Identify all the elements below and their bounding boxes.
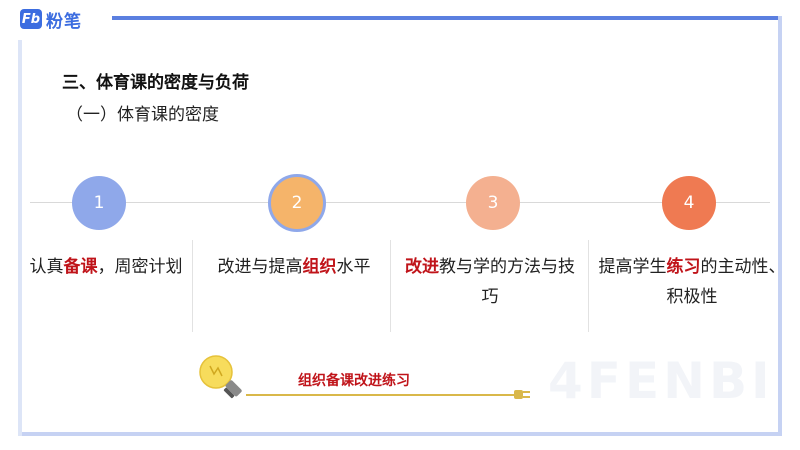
step-4-circle: 4 (662, 176, 716, 230)
logo-mark: Fb (20, 9, 42, 29)
step-1-text: 认真备课，周密计划 (8, 252, 204, 282)
lightbulb-icon (198, 354, 250, 408)
step-2-text-before: 改进与提高 (217, 257, 303, 277)
logo: Fb 粉笔 (20, 6, 82, 32)
timeline-line (30, 202, 770, 203)
step-3-text-after: 教与学的方法与技巧 (439, 257, 575, 307)
frame-left-border (18, 40, 22, 436)
step-2-circle: 2 (268, 174, 326, 232)
plug-icon (514, 386, 532, 406)
frame-bottom-border (18, 432, 782, 436)
step-3-text: 改进教与学的方法与技巧 (400, 252, 580, 312)
logo-text: 粉笔 (46, 11, 82, 32)
step-1-emphasis: 备课 (63, 257, 98, 277)
step-2-text-after: 水平 (336, 257, 371, 277)
step-4-text-before: 提高学生 (598, 257, 667, 277)
step-4-text-after: 的主动性、积极性 (666, 257, 786, 307)
step-4-emphasis: 练习 (666, 257, 701, 277)
step-1-circle: 1 (72, 176, 126, 230)
step-2-emphasis: 组织 (302, 257, 337, 277)
step-2-text: 改进与提高组织水平 (196, 252, 392, 282)
frame-top-border (112, 16, 782, 20)
section-heading: 三、体育课的密度与负荷 (62, 73, 249, 93)
watermark: 4FENBI (548, 352, 774, 410)
step-3-emphasis: 改进 (405, 257, 439, 277)
step-3-circle: 3 (466, 176, 520, 230)
bulb-label: 组织备课改进练习 (298, 373, 410, 389)
section-subheading: （一）体育课的密度 (66, 105, 219, 125)
column-divider (390, 240, 391, 332)
step-1-text-after: ，周密计划 (97, 257, 183, 277)
step-1-text-before: 认真 (29, 257, 64, 277)
frame-right-border (778, 16, 782, 436)
cable-line (246, 394, 518, 396)
step-4-text: 提高学生练习的主动性、积极性 (594, 252, 790, 312)
column-divider (192, 240, 193, 332)
column-divider (588, 240, 589, 332)
